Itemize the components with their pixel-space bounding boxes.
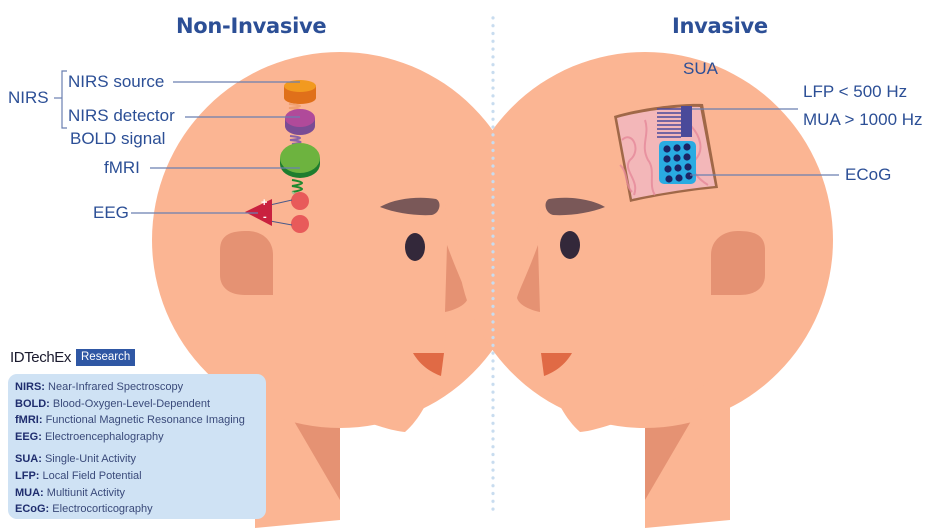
right-lips: [541, 353, 572, 376]
nirs-source-icon: [284, 80, 316, 117]
nirs-group-label: NIRS: [8, 88, 49, 107]
right-leader-lines: [690, 108, 839, 176]
invasive-implant: [614, 103, 718, 202]
nirs-detector-icon: [285, 109, 315, 145]
right-ear: [711, 231, 765, 295]
invasive-title: Invasive: [672, 14, 768, 38]
eeg-electrode-positive: [291, 192, 309, 210]
microelectrode-probe-icon: [657, 106, 692, 138]
lfp-label: LFP < 500 Hz: [803, 82, 908, 101]
non-invasive-title: Non-Invasive: [176, 14, 327, 38]
legend-row: fMRI: Functional Magnetic Resonance Imag…: [15, 414, 245, 427]
legend-row: SUA: Single-Unit Activity: [15, 453, 137, 466]
nirs-source-label: NIRS source: [68, 72, 165, 91]
left-eye: [405, 233, 425, 261]
right-head: [457, 52, 833, 528]
non-invasive-sensors: [245, 80, 320, 233]
legend-row: BOLD: Blood-Oxygen-Level-Dependent: [15, 397, 211, 410]
bold-signal-label: BOLD signal: [70, 129, 166, 148]
left-ear: [220, 231, 273, 295]
legend-row: EEG: Electroencephalography: [15, 430, 164, 443]
left-leader-lines: [54, 70, 300, 214]
right-nose: [517, 245, 540, 312]
eeg-label: EEG: [93, 203, 129, 222]
left-eyebrow: [380, 197, 440, 216]
legend-row: ECoG: Electrocorticography: [15, 503, 153, 516]
eeg-minus-sign: -: [263, 211, 267, 223]
ecog-grid-icon: [659, 141, 696, 184]
sua-label: SUA: [683, 59, 718, 78]
legend-row: NIRS: Near-Infrared Spectroscopy: [15, 381, 184, 393]
dotted-divider: [491, 14, 495, 514]
nirs-detector-label: NIRS detector: [68, 106, 175, 125]
right-eyebrow: [545, 197, 605, 216]
eeg-amplifier-icon: [245, 199, 272, 226]
brand-name: IDTechEx: [10, 349, 71, 366]
mua-label: MUA > 1000 Hz: [803, 110, 923, 129]
eeg-electrode-negative: [291, 215, 309, 233]
left-lips: [413, 353, 444, 376]
fmri-label: fMRI: [104, 158, 140, 177]
right-eye: [560, 231, 580, 259]
left-head: [152, 52, 528, 528]
abbreviation-legend: NIRS: Near-Infrared Spectroscopy BOLD: B…: [8, 374, 266, 519]
eeg-plus-sign: +: [261, 197, 268, 209]
legend-row: MUA: Multiunit Activity: [15, 486, 126, 499]
brand-logo: IDTechEx Research: [10, 349, 136, 366]
brand-tag: Research: [76, 349, 136, 366]
legend-row: LFP: Local Field Potential: [15, 469, 142, 482]
ecog-label: ECoG: [845, 165, 892, 184]
left-nose: [445, 245, 468, 312]
